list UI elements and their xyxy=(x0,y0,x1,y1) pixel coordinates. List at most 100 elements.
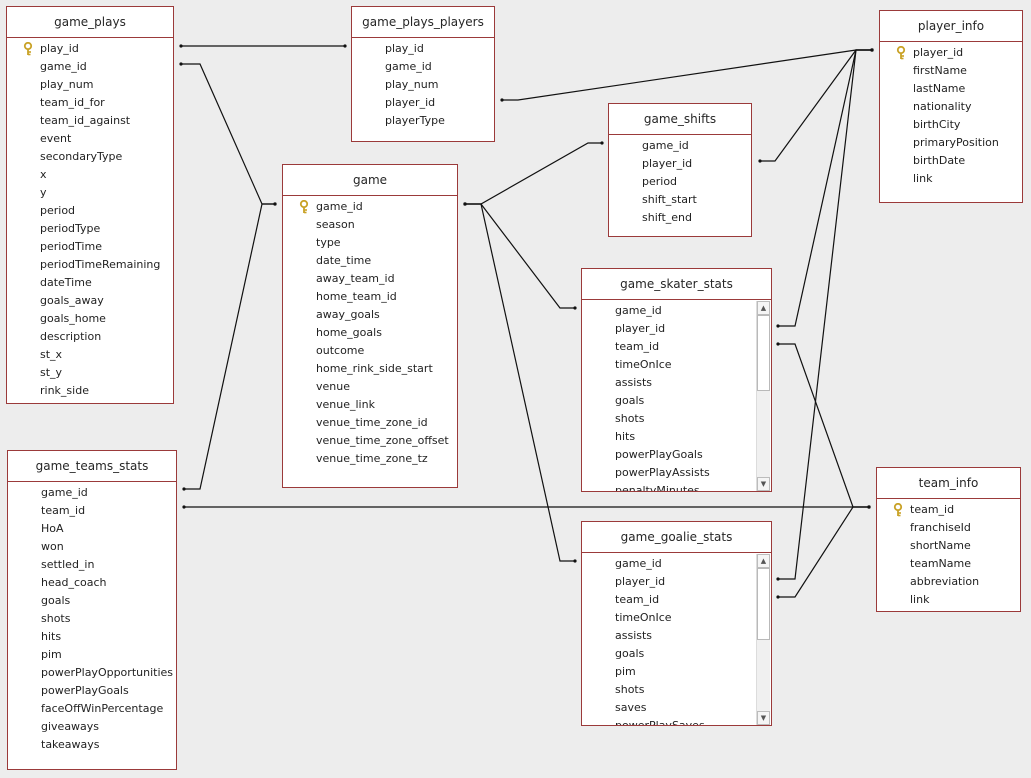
field-game-id[interactable]: game_id xyxy=(283,198,457,216)
field-head-coach[interactable]: head_coach xyxy=(8,574,176,592)
field-franchiseid[interactable]: franchiseId xyxy=(877,519,1020,537)
field-powerplayassists[interactable]: powerPlayAssists xyxy=(582,464,771,482)
field-venue[interactable]: venue xyxy=(283,378,457,396)
field-pim[interactable]: pim xyxy=(582,663,771,681)
field-abbreviation[interactable]: abbreviation xyxy=(877,573,1020,591)
field-team-id[interactable]: team_id xyxy=(877,501,1020,519)
table-title[interactable]: player_info xyxy=(880,11,1022,42)
field-shift-end[interactable]: shift_end xyxy=(609,209,751,227)
relationship-line[interactable] xyxy=(184,203,275,490)
scroll-up-icon[interactable]: ▲ xyxy=(757,301,770,315)
field-goals-away[interactable]: goals_away xyxy=(7,292,173,310)
field-goals-home[interactable]: goals_home xyxy=(7,310,173,328)
scroll-thumb[interactable] xyxy=(757,315,770,391)
table-title[interactable]: game_shifts xyxy=(609,104,751,135)
field-takeaways[interactable]: takeaways xyxy=(8,736,176,754)
field-powerplayopportunities[interactable]: powerPlayOpportunities xyxy=(8,664,176,682)
field-lastname[interactable]: lastName xyxy=(880,80,1022,98)
field-timeonice[interactable]: timeOnIce xyxy=(582,356,771,374)
field-periodtype[interactable]: periodType xyxy=(7,220,173,238)
table-title[interactable]: team_info xyxy=(877,468,1020,499)
field-event[interactable]: event xyxy=(7,130,173,148)
field-outcome[interactable]: outcome xyxy=(283,342,457,360)
relationship-line[interactable] xyxy=(778,506,869,598)
field-hits[interactable]: hits xyxy=(582,428,771,446)
scrollbar[interactable]: ▲ ▼ xyxy=(756,554,770,725)
field-nationality[interactable]: nationality xyxy=(880,98,1022,116)
field-birthcity[interactable]: birthCity xyxy=(880,116,1022,134)
field-periodtimeremaining[interactable]: periodTimeRemaining xyxy=(7,256,173,274)
field-team-id-against[interactable]: team_id_against xyxy=(7,112,173,130)
field-player-id[interactable]: player_id xyxy=(352,94,494,112)
relationship-line[interactable] xyxy=(502,49,872,101)
scroll-down-icon[interactable]: ▼ xyxy=(757,711,770,725)
field-saves[interactable]: saves xyxy=(582,699,771,717)
field-shots[interactable]: shots xyxy=(582,410,771,428)
relationship-line[interactable] xyxy=(778,49,872,580)
field-pim[interactable]: pim xyxy=(8,646,176,664)
table-title[interactable]: game_plays xyxy=(7,7,173,38)
table-title[interactable]: game xyxy=(283,165,457,196)
field-won[interactable]: won xyxy=(8,538,176,556)
field-powerplaygoals[interactable]: powerPlayGoals xyxy=(582,446,771,464)
field-shortname[interactable]: shortName xyxy=(877,537,1020,555)
scroll-thumb[interactable] xyxy=(757,568,770,640)
field-game-id[interactable]: game_id xyxy=(609,137,751,155)
field-period[interactable]: period xyxy=(609,173,751,191)
field-powerplaygoals[interactable]: powerPlayGoals xyxy=(8,682,176,700)
field-shift-start[interactable]: shift_start xyxy=(609,191,751,209)
field-giveaways[interactable]: giveaways xyxy=(8,718,176,736)
field-x[interactable]: x xyxy=(7,166,173,184)
field-timeonice[interactable]: timeOnIce xyxy=(582,609,771,627)
field-link[interactable]: link xyxy=(880,170,1022,188)
field-link[interactable]: link xyxy=(877,591,1020,609)
field-y[interactable]: y xyxy=(7,184,173,202)
field-play-id[interactable]: play_id xyxy=(7,40,173,58)
field-playertype[interactable]: playerType xyxy=(352,112,494,130)
field-hoa[interactable]: HoA xyxy=(8,520,176,538)
field-team-id-for[interactable]: team_id_for xyxy=(7,94,173,112)
field-birthdate[interactable]: birthDate xyxy=(880,152,1022,170)
field-description[interactable]: description xyxy=(7,328,173,346)
field-shots[interactable]: shots xyxy=(582,681,771,699)
field-home-goals[interactable]: home_goals xyxy=(283,324,457,342)
field-shots[interactable]: shots xyxy=(8,610,176,628)
field-goals[interactable]: goals xyxy=(582,645,771,663)
field-faceoffwinpercentage[interactable]: faceOffWinPercentage xyxy=(8,700,176,718)
field-player-id[interactable]: player_id xyxy=(582,320,771,338)
relationship-line[interactable] xyxy=(778,343,869,508)
field-player-id[interactable]: player_id xyxy=(609,155,751,173)
field-game-id[interactable]: game_id xyxy=(7,58,173,76)
field-period[interactable]: period xyxy=(7,202,173,220)
field-game-id[interactable]: game_id xyxy=(582,302,771,320)
scrollbar[interactable]: ▲ ▼ xyxy=(756,301,770,491)
field-powerplaysaves[interactable]: powerPlaySaves xyxy=(582,717,771,725)
field-datetime[interactable]: dateTime xyxy=(7,274,173,292)
field-st-y[interactable]: st_y xyxy=(7,364,173,382)
table-title[interactable]: game_plays_players xyxy=(352,7,494,38)
field-teamname[interactable]: teamName xyxy=(877,555,1020,573)
table-title[interactable]: game_skater_stats xyxy=(582,269,771,300)
field-assists[interactable]: assists xyxy=(582,374,771,392)
relationship-line[interactable] xyxy=(465,142,602,205)
field-away-goals[interactable]: away_goals xyxy=(283,306,457,324)
relationship-line[interactable] xyxy=(778,49,872,327)
table-title[interactable]: game_goalie_stats xyxy=(582,522,771,553)
field-settled-in[interactable]: settled_in xyxy=(8,556,176,574)
field-player-id[interactable]: player_id xyxy=(582,573,771,591)
field-play-id[interactable]: play_id xyxy=(352,40,494,58)
relationship-line[interactable] xyxy=(760,49,872,162)
field-firstname[interactable]: firstName xyxy=(880,62,1022,80)
field-venue-time-zone-id[interactable]: venue_time_zone_id xyxy=(283,414,457,432)
scroll-up-icon[interactable]: ▲ xyxy=(757,554,770,568)
relationship-line[interactable] xyxy=(181,63,275,205)
field-away-team-id[interactable]: away_team_id xyxy=(283,270,457,288)
